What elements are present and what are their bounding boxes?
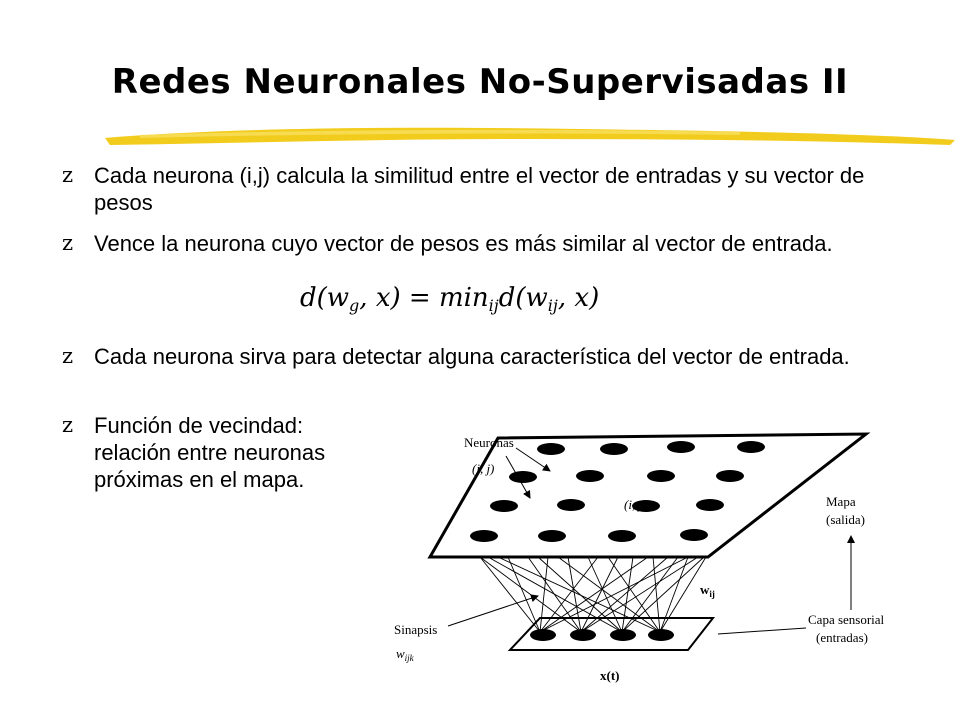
bullet-item-3: z Cada neurona sirva para detectar algun… [62, 343, 882, 397]
bullet-marker: z [62, 231, 74, 255]
bullet-marker: z [62, 344, 74, 368]
wijk-label: wijk [396, 646, 415, 663]
ij-label: (i, j) [472, 461, 494, 476]
neuronas-label: Neuronas [464, 435, 514, 450]
map-neurons [470, 441, 765, 542]
bullet-text: Función de vecindad: relación entre neur… [94, 413, 326, 492]
slide-title: Redes Neuronales No-Supervisadas II [111, 62, 849, 102]
ij-center-label: (i, j) [624, 497, 646, 512]
salida-label: (salida) [826, 512, 865, 527]
xt-label: x(t) [600, 668, 620, 683]
input-neurons [530, 629, 674, 641]
synapse-connections [479, 556, 707, 633]
bullet-text: Vence la neurona cuyo vector de pesos es… [94, 231, 833, 256]
bullet-item-1: z Cada neurona (i,j) calcula la similitu… [62, 162, 882, 216]
output-map-plane [427, 432, 871, 559]
som-network-diagram: Neuronas (i, j) (i, j) Mapa (salida) wij… [394, 432, 885, 683]
bullet-item-2: z Vence la neurona cuyo vector de pesos … [62, 230, 882, 284]
sinapsis-label: Sinapsis [394, 622, 437, 637]
bullet-text: Cada neurona (i,j) calcula la similitud … [94, 163, 865, 215]
bullet-item-4: z Función de vecindad: relación entre ne… [62, 412, 362, 494]
distance-formula: d(wg, x) = minijd(wij, x) [300, 283, 600, 315]
bullet-marker: z [62, 163, 74, 187]
title-underline-brushstroke [105, 127, 955, 145]
bullet-text: Cada neurona sirva para detectar alguna … [94, 344, 850, 369]
bullet-marker: z [62, 413, 74, 437]
entradas-label: (entradas) [816, 630, 868, 645]
wij-label: wij [700, 582, 715, 599]
capa-sensorial-label: Capa sensorial [808, 612, 885, 627]
mapa-label: Mapa [826, 494, 856, 509]
